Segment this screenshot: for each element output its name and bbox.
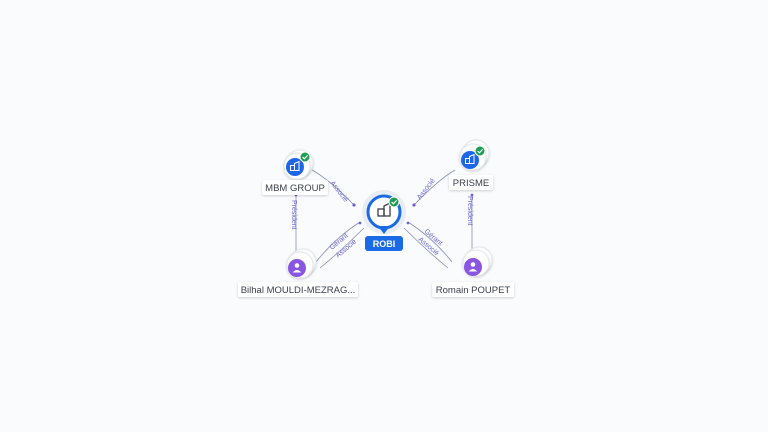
node-robi[interactable]: ROBI [362,190,406,251]
verified-icon [474,145,486,157]
node-label: PRISME [453,178,489,189]
edge-bilhal-robi-1 [315,221,361,263]
verified-icon [299,151,311,163]
edge-label-mbm-bilhal: Président [290,200,297,230]
building-icon [290,160,300,171]
edge-prisme-robi [413,169,456,206]
node-label-bg [238,282,358,297]
node-romain[interactable]: Romain POUPET [432,246,514,297]
edge-romain-robi-1 [407,221,453,263]
verified-icon [388,196,400,208]
edge-mbm-robi [311,169,355,206]
edge-label-prisme-robi: Associé [416,178,437,202]
edges-layer [294,169,474,269]
node-label: ROBI [373,239,396,249]
edge-label-mbm-robi: Associé [328,180,349,204]
edge-label-prisme-romain: Président [466,196,473,226]
edge-arrow [352,203,356,207]
node-circle [288,259,306,277]
node-bilhal[interactable]: Bilhal MOULDI-MEZRAG... [238,248,358,297]
node-prisme[interactable]: PRISME [449,139,493,190]
node-label: Romain POUPET [436,285,511,296]
person-icon [292,263,302,273]
pin-tip [378,226,390,234]
node-label-bg [449,175,493,190]
node-label: MBM GROUP [265,183,325,194]
node-mbm-group[interactable]: MBM GROUP [262,149,328,195]
node-label: Bilhal MOULDI-MEZRAG... [241,285,356,296]
edge-arrow [470,193,474,197]
node-label-bg [262,180,328,195]
edge-romain-robi-2 [403,227,449,269]
edge-bilhal-robi-2 [319,227,365,269]
node-circle [464,258,482,276]
node-label-bg [432,282,514,297]
center-label-badge [365,236,403,251]
building-icon [465,153,475,164]
edge-arrow [358,221,362,225]
edge-arrow [406,221,410,225]
person-icon [468,262,478,272]
edge-arrow [412,203,416,207]
